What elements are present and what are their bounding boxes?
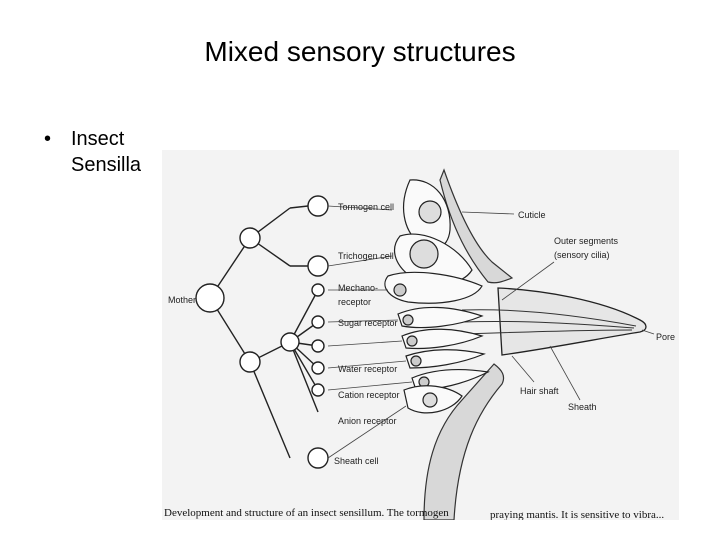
node-trichogen — [307, 255, 329, 277]
node-b — [239, 351, 261, 373]
label-cation: Cation receptor — [338, 390, 400, 400]
node-sugar — [311, 315, 325, 329]
caption-left: Development and structure of an insect s… — [164, 507, 449, 519]
label-sheath: Sheath — [568, 402, 597, 412]
sensillum-figure: Mother Tormogen cell Trichogen cell Mech… — [162, 150, 679, 520]
label-cuticle: Cuticle — [518, 210, 546, 220]
label-trichogen: Trichogen cell — [338, 251, 394, 261]
bullet-marker: • — [44, 128, 52, 150]
label-mechano-2: receptor — [338, 297, 371, 307]
sensory-cilia — [461, 309, 637, 335]
node-tormogen — [307, 195, 329, 217]
slide-title: Mixed sensory structures — [204, 36, 516, 67]
node-mother — [195, 283, 225, 313]
node-sheath — [307, 447, 329, 469]
bullet-list: • Insect Sensilla — [44, 126, 181, 178]
leader-lines — [327, 205, 655, 459]
node-water — [311, 339, 325, 353]
cells — [384, 179, 490, 414]
lineage-tree — [195, 195, 329, 469]
node-mechano — [311, 283, 325, 297]
label-mother: Mother — [168, 295, 196, 305]
label-mechano-1: Mechano- — [338, 283, 378, 293]
label-sheath-cell: Sheath cell — [334, 456, 379, 466]
label-sugar: Sugar receptor — [338, 318, 398, 328]
caption-right: praying mantis. It is sensitive to vibra… — [490, 509, 664, 520]
label-hair-shaft: Hair shaft — [520, 386, 559, 396]
node-c — [280, 332, 300, 352]
bullet-item: • Insect Sensilla — [44, 126, 181, 178]
label-pore: Pore — [656, 332, 675, 342]
node-anion — [311, 383, 325, 397]
sensillum-diagram: Mother Tormogen cell Trichogen cell Mech… — [164, 168, 675, 520]
node-cation — [311, 361, 325, 375]
label-water: Water receptor — [338, 364, 397, 374]
label-anion: Anion receptor — [338, 416, 397, 426]
hair-shaft — [497, 287, 647, 356]
bullet-text: Insect Sensilla — [71, 128, 142, 176]
cuticle-wall — [439, 168, 514, 284]
node-a — [239, 227, 261, 249]
cuticle-lower — [423, 363, 505, 520]
label-outer-1: Outer segments — [554, 236, 619, 246]
label-outer-2: (sensory cilia) — [554, 250, 610, 260]
label-tormogen: Tormogen cell — [338, 202, 394, 212]
